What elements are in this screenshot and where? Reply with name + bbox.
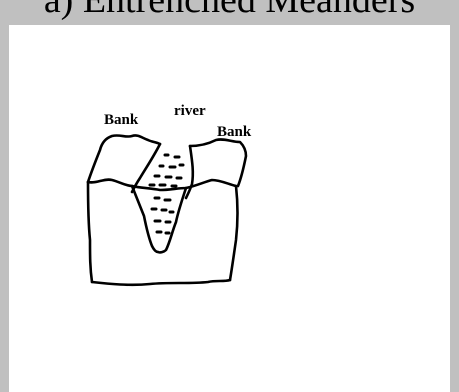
block-right-side [230,186,238,280]
label-bank-left: Bank [104,112,139,128]
label-bank-right: Bank [217,124,252,140]
gorge-left-wall [132,186,158,252]
block-left-side [88,182,92,282]
block-bottom-edge [92,280,230,285]
right-bank-top-surface [190,139,246,186]
label-river: river [174,103,206,119]
river-channel-left-edge [132,144,160,192]
river-water-marks [150,155,183,233]
left-bank-top-surface [88,135,160,182]
gorge-right-wall [158,188,186,252]
river-channel-right-edge [186,146,193,198]
